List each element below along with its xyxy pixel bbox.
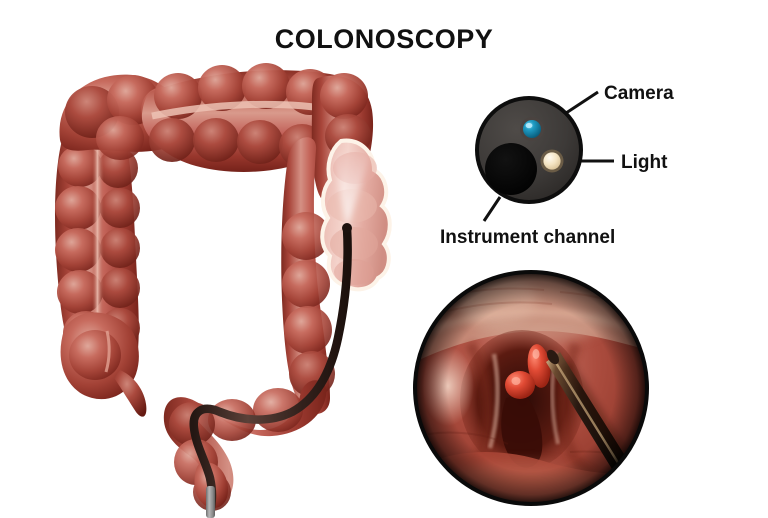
descending-colon (281, 137, 335, 415)
instrument-channel-leader-line (482, 196, 502, 222)
light-label: Light (621, 152, 668, 173)
light-port (543, 152, 561, 170)
instrument-channel-port (485, 143, 537, 195)
scope-tip-diagram: Camera Light Instrument channel (440, 83, 674, 248)
appendix (114, 370, 147, 417)
scope-light-cone (332, 150, 372, 228)
endoscope-vignette (415, 272, 647, 504)
endoscope-tip (342, 223, 352, 233)
endoscope-shaft-external (206, 486, 215, 518)
camera-label: Camera (604, 83, 674, 104)
camera-lens-highlight (525, 122, 533, 129)
colon-illustration (55, 63, 392, 518)
endoscopic-image-border (413, 270, 649, 506)
instrument-channel-label: Instrument channel (440, 227, 615, 248)
colon-cutaway-window (320, 138, 392, 292)
camera-lens (523, 120, 541, 138)
cecum-and-appendix (60, 312, 147, 417)
page-title: COLONOSCOPY (275, 24, 494, 54)
endoscope-tube (189, 223, 352, 513)
